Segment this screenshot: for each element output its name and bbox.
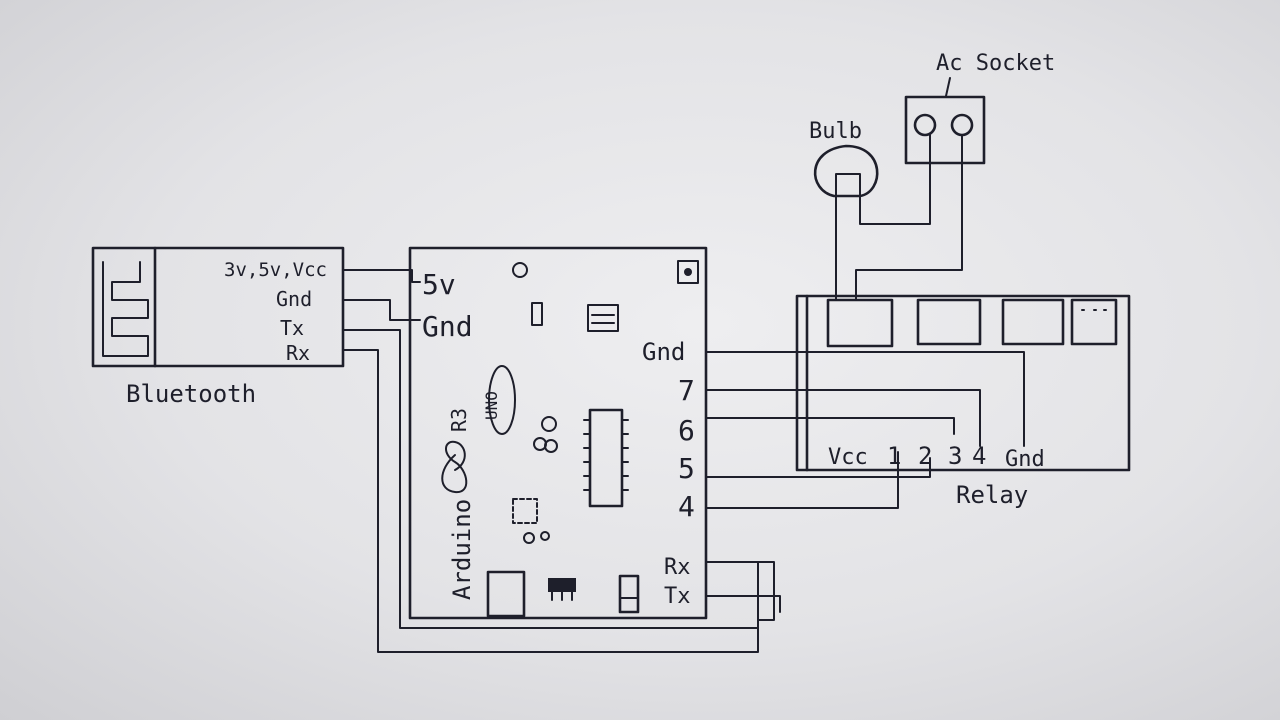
wire-bt-rx xyxy=(342,349,759,653)
relay-label: Relay xyxy=(956,481,1028,509)
bt-pin-vcc: 3v,5v,Vcc xyxy=(224,259,327,281)
regulator-legs xyxy=(551,591,573,601)
ac-socket xyxy=(904,77,986,165)
bluetooth-label: Bluetooth xyxy=(126,380,256,408)
capacitor-icon xyxy=(544,439,558,453)
wire-rail-2 xyxy=(751,595,781,613)
bluetooth-module xyxy=(91,246,345,368)
capacitor-icon xyxy=(541,416,557,432)
socket-hole-icon xyxy=(950,113,974,137)
infinity-logo-icon xyxy=(441,440,468,494)
power-jack-icon xyxy=(618,574,640,614)
reset-button-dot xyxy=(684,268,692,276)
usb-chip-icon xyxy=(512,498,538,524)
wire-relay-gnd xyxy=(705,351,1025,447)
wire-rail xyxy=(705,561,775,621)
bulb-icon xyxy=(813,144,879,198)
uno-label: UNO xyxy=(482,391,501,420)
arduino-pin-4: 4 xyxy=(678,490,695,523)
arduino-pin-gnd-left: Gnd xyxy=(422,310,473,343)
antenna-trace-icon xyxy=(102,261,149,357)
relay-module xyxy=(795,294,1131,472)
bt-pin-gnd: Gnd xyxy=(276,287,312,311)
relay-channel-3 xyxy=(1001,298,1065,346)
icsp-header-icon xyxy=(587,304,619,332)
relay-pin-4: 4 xyxy=(972,442,986,470)
microcontroller-chip-icon xyxy=(588,408,624,508)
wire-gnd xyxy=(342,299,421,321)
uno-logo-oval xyxy=(488,365,516,435)
socket-box xyxy=(904,95,986,165)
wire-pin6 xyxy=(705,417,955,435)
relay-channel-2 xyxy=(916,298,982,346)
bt-pin-tx: Tx xyxy=(280,316,304,340)
wire-socket-relay xyxy=(855,134,963,301)
arduino-board xyxy=(408,246,708,620)
bulb xyxy=(813,144,879,198)
relay-channel-1 xyxy=(826,298,894,348)
reset-button-icon xyxy=(677,260,699,284)
crystal-icon xyxy=(531,302,543,326)
socket-label: Ac Socket xyxy=(936,51,1055,76)
led-icon xyxy=(523,532,535,544)
r3-label: R3 xyxy=(447,408,471,432)
usb-jack-icon xyxy=(486,570,526,618)
relay-pin-vcc: Vcc xyxy=(828,445,868,470)
arduino-pin-7: 7 xyxy=(678,374,695,407)
arduino-pin-6: 6 xyxy=(678,414,695,447)
arduino-pin-5: 5 xyxy=(678,452,695,485)
chip-pins xyxy=(583,419,629,491)
relay-pin-gnd: Gnd xyxy=(1005,447,1045,472)
bulb-label: Bulb xyxy=(809,119,862,144)
wire-vcc xyxy=(342,269,421,283)
led-icon xyxy=(540,531,550,541)
wire-pin4 xyxy=(705,451,899,509)
arduino-pin-gnd-right: Gnd xyxy=(642,338,685,366)
socket-pointer xyxy=(945,77,951,97)
bulb-base xyxy=(835,173,861,197)
arduino-outline xyxy=(408,246,708,620)
relay-pin-2: 2 xyxy=(918,442,932,470)
wire-bulb-socket xyxy=(859,134,931,225)
arduino-pin-5v: 5v xyxy=(422,268,456,301)
relay-terminal-dots xyxy=(861,299,1107,311)
arduino-pin-tx: Tx xyxy=(664,584,691,609)
regulator-icon xyxy=(548,578,576,592)
relay-pin-3: 3 xyxy=(948,442,962,470)
arduino-pin-rx: Rx xyxy=(664,555,691,580)
relay-board xyxy=(795,294,1131,472)
mount-hole-icon xyxy=(512,262,528,278)
wire-pin7 xyxy=(705,389,981,447)
bluetooth-board xyxy=(91,246,345,368)
socket-hole-icon xyxy=(913,113,937,137)
capacitor-icon xyxy=(533,437,547,451)
wire-pin5 xyxy=(705,457,931,478)
bt-pin-rx: Rx xyxy=(286,341,310,365)
arduino-label: Arduino xyxy=(448,499,476,600)
relay-pin-1: 1 xyxy=(887,442,901,470)
wires xyxy=(342,134,1025,653)
relay-channel-4 xyxy=(1070,298,1118,346)
